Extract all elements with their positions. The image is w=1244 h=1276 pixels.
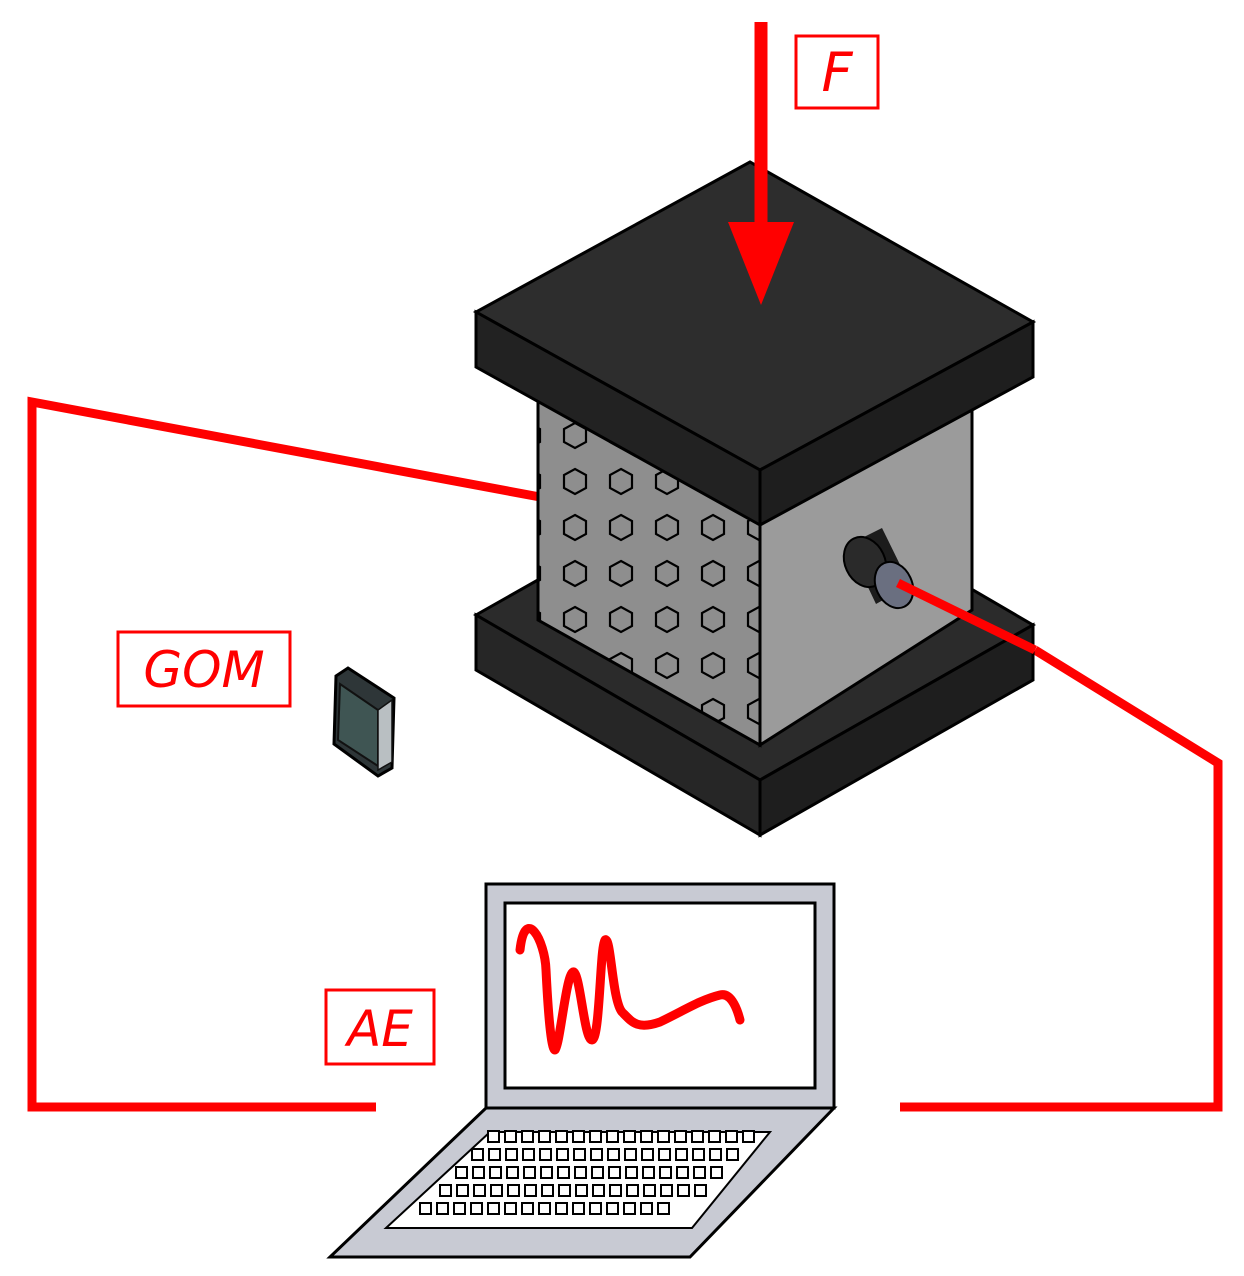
keyboard-key [660,1184,673,1197]
keyboard-key [641,1148,654,1161]
keyboard-key [456,1184,469,1197]
keyboard-key [626,1184,639,1197]
keyboard-key [521,1130,534,1143]
keyboard-key [504,1202,517,1215]
keyboard-key [489,1166,502,1179]
keyboard-key [471,1148,484,1161]
laptop-icon [326,882,838,1259]
keyboard-key [693,1166,706,1179]
keyboard-key [625,1166,638,1179]
keyboard-key [524,1184,537,1197]
keyboard-key [708,1130,721,1143]
keyboard-key [557,1166,570,1179]
keyboard-key [473,1184,486,1197]
keyboard-key [504,1130,517,1143]
keyboard-key [556,1148,569,1161]
keyboard-key [642,1166,655,1179]
keyboard-key [470,1202,483,1215]
keyboard-key [726,1148,739,1161]
top-loading-plate [472,160,1037,528]
keyboard-key [523,1166,536,1179]
keyboard-key [572,1130,585,1143]
keyboard-key [659,1166,672,1179]
camera-label-text: GOM [143,641,264,699]
sensor-cable [896,578,1037,655]
keyboard-key [539,1148,552,1161]
keyboard-key [575,1184,588,1197]
keyboard-key [609,1184,622,1197]
keyboard-key [742,1130,755,1143]
keyboard-key [439,1184,452,1197]
ae-label: AE [324,988,436,1066]
keyboard-key [709,1148,722,1161]
keyboard-key [507,1184,520,1197]
ae-sensor-icon [842,528,915,610]
keyboard-key [589,1202,602,1215]
keyboard-key [676,1166,689,1179]
keyboard-key [725,1130,738,1143]
keyboard-key [506,1166,519,1179]
keyboard-key [436,1202,449,1215]
keyboard-key [505,1148,518,1161]
keyboard-key [694,1184,707,1197]
camera-label: GOM [116,630,292,708]
keyboard-key [472,1166,485,1179]
keyboard-key [453,1202,466,1215]
keyboard-key [623,1130,636,1143]
keyboard-key [607,1148,620,1161]
keyboard-key [538,1202,551,1215]
keyboard-key [487,1130,500,1143]
keyboard-key [623,1202,636,1215]
keyboard-key [606,1202,619,1215]
keyboard-key [488,1148,501,1161]
camera-icon [332,666,396,778]
keyboard-key [455,1166,468,1179]
keyboard-key [640,1130,653,1143]
ae-cable-right [900,646,1223,1112]
keyboard-key [658,1148,671,1161]
down-arrow-icon [728,22,794,305]
force-label-text: F [821,41,853,104]
keyboard-key [640,1202,653,1215]
keyboard-key [541,1184,554,1197]
keyboard-key [572,1202,585,1215]
keyboard-key [590,1148,603,1161]
keyboard-key [591,1166,604,1179]
keyboard-key [677,1184,690,1197]
ae-label-text: AE [344,1000,413,1058]
force-label: F [794,34,880,110]
keyboard-key [490,1184,503,1197]
keyboard-key [608,1166,621,1179]
keyboard-key [538,1130,551,1143]
keyboard-key [606,1130,619,1143]
keyboard-keys [419,1130,755,1215]
keyboard-key [674,1130,687,1143]
keyboard-key [675,1148,688,1161]
ae-cable-left [27,396,541,1112]
keyboard-key [574,1166,587,1179]
keyboard-key [710,1166,723,1179]
keyboard-key [558,1184,571,1197]
keyboard-key [419,1202,432,1215]
keyboard-key [691,1130,704,1143]
keyboard-key [522,1148,535,1161]
keyboard-key [555,1202,568,1215]
keyboard-key [643,1184,656,1197]
keyboard-key [657,1130,670,1143]
laptop-screen [503,901,817,1090]
ae-waveform-curve [515,924,745,1055]
keyboard-key [657,1202,670,1215]
keyboard-key [592,1184,605,1197]
keyboard-key [589,1130,602,1143]
keyboard-key [573,1148,586,1161]
keyboard-key [521,1202,534,1215]
keyboard-key [487,1202,500,1215]
keyboard-key [624,1148,637,1161]
keyboard-key [555,1130,568,1143]
keyboard-key [692,1148,705,1161]
keyboard-key [540,1166,553,1179]
